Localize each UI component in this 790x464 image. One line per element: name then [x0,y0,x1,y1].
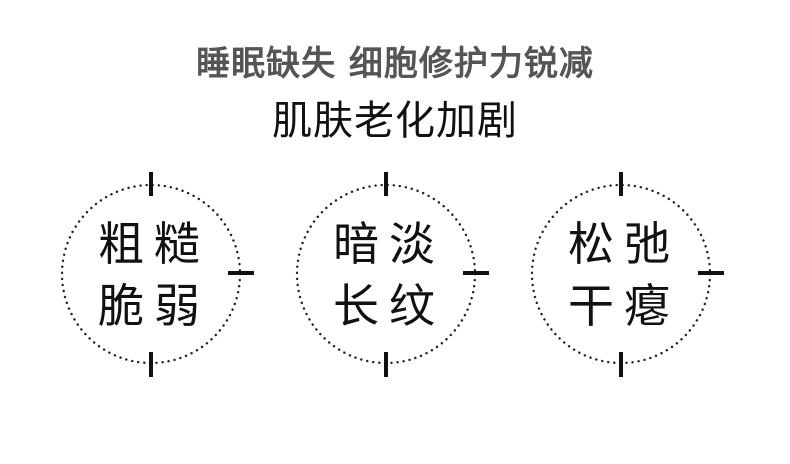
dotted-ring-icon [530,172,724,377]
badge-label-line-1: 松弛 [568,217,680,271]
badge-label-line-2: 干瘪 [568,279,680,333]
badge-label-line-2: 脆弱 [98,279,210,333]
headline-title: 肌肤老化加剧 [272,98,518,144]
badge-label-line-1: 暗淡 [333,217,445,271]
dotted-ring-icon [295,172,489,377]
badge-dull-lines: 暗淡 长纹 [289,172,489,377]
headline-subtitle: 睡眠缺失 细胞修护力锐减 [196,44,594,84]
badge-sagging-deflated: 松弛 干瘪 [524,172,724,377]
badge-rough-fragile: 粗糙 脆弱 [54,172,254,377]
badge-label-line-2: 长纹 [333,279,445,333]
badge-label-line-1: 粗糙 [98,217,210,271]
dotted-ring-icon [60,172,254,377]
